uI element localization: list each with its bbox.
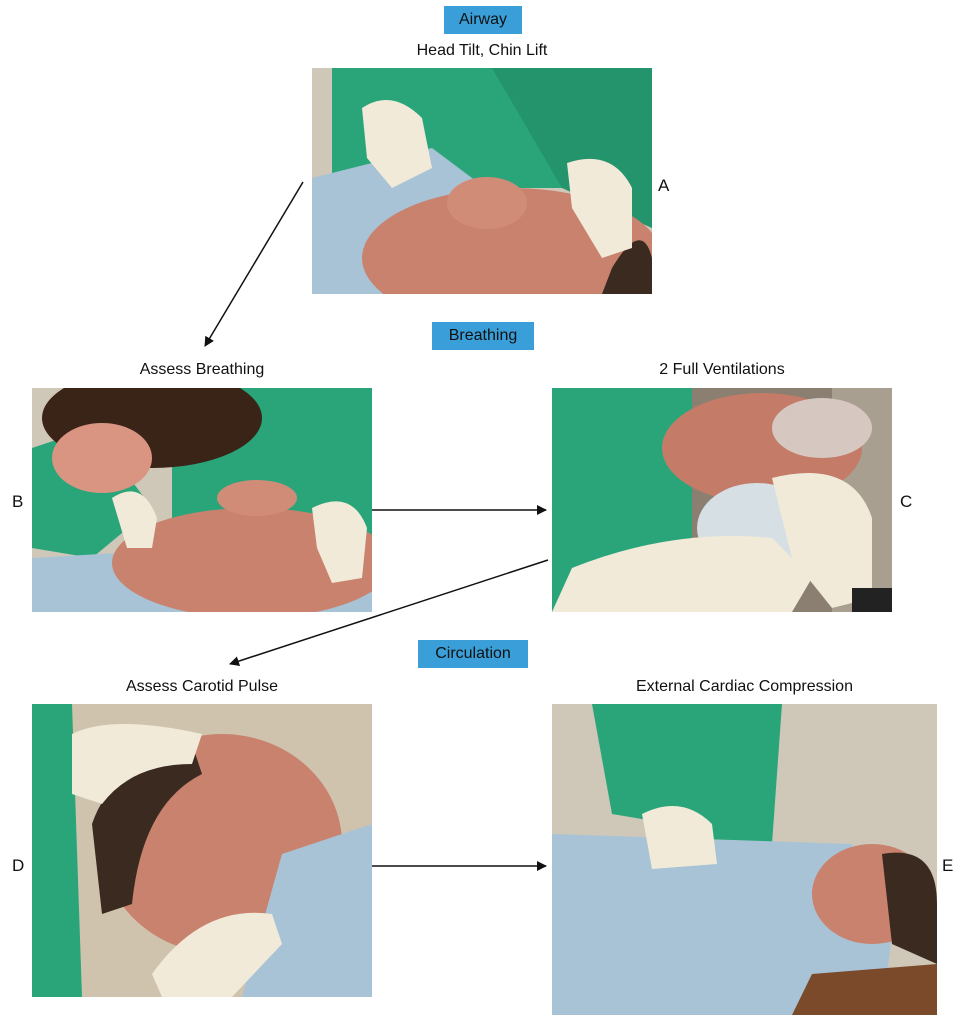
step-a-caption: Head Tilt, Chin Lift [312, 42, 652, 60]
step-c-letter: C [900, 492, 912, 512]
breathing-section-label: Breathing [432, 322, 534, 350]
step-b-caption: Assess Breathing [32, 361, 372, 379]
airway-section-label: Airway [444, 6, 522, 34]
photo-c-full-ventilations [552, 388, 892, 612]
step-d-caption: Assess Carotid Pulse [32, 678, 372, 696]
step-c-caption: 2 Full Ventilations [552, 361, 892, 379]
step-b-letter: B [12, 492, 23, 512]
step-e-caption: External Cardiac Compression [552, 678, 937, 696]
photo-b-assess-breathing [32, 388, 372, 612]
circulation-section-label: Circulation [418, 640, 528, 668]
step-e-letter: E [942, 856, 953, 876]
step-d-letter: D [12, 856, 24, 876]
arrow-a-to-b [205, 182, 303, 346]
photo-e-external-cardiac-compression [552, 704, 937, 1015]
photo-d-assess-carotid-pulse [32, 704, 372, 997]
step-a-letter: A [658, 176, 669, 196]
photo-a-head-tilt-chin-lift [312, 68, 652, 294]
